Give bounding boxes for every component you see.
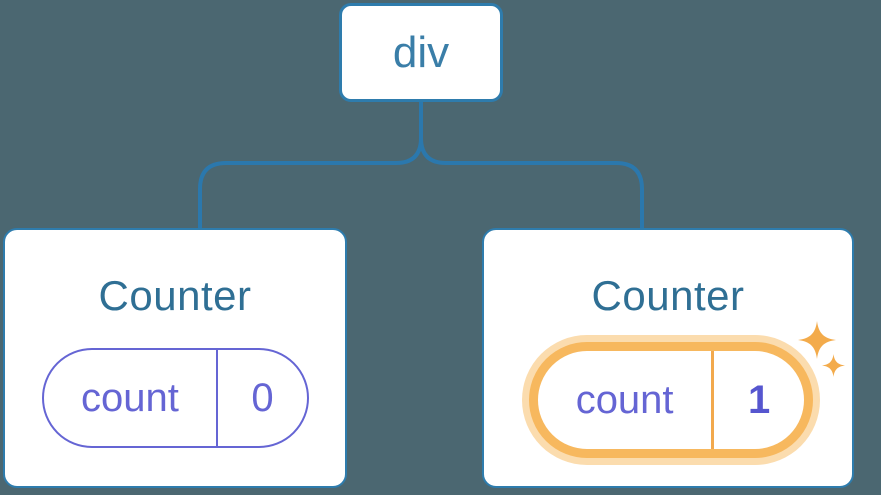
sparkle-icon-small (822, 354, 845, 377)
root-node-div: div (339, 3, 503, 102)
state-value: 1 (747, 377, 771, 422)
state-value: 0 (251, 375, 274, 420)
sparkle-icon-large (798, 321, 836, 359)
counter-card-left-title: Counter (98, 272, 252, 319)
connector-branch-left (198, 100, 423, 229)
state-key-label: count (538, 351, 715, 449)
root-node-label: div (392, 27, 450, 77)
counter-card-right-title: Counter (591, 272, 745, 319)
counter-card-left: Counter count 0 (3, 228, 347, 488)
counter-card-right: Counter count 1 (482, 228, 854, 488)
connector-branch-right (419, 100, 644, 229)
state-pill-left: count 0 (42, 348, 309, 448)
state-pill-right-highlighted: count 1 (529, 342, 813, 458)
state-key-label: count (44, 350, 218, 446)
